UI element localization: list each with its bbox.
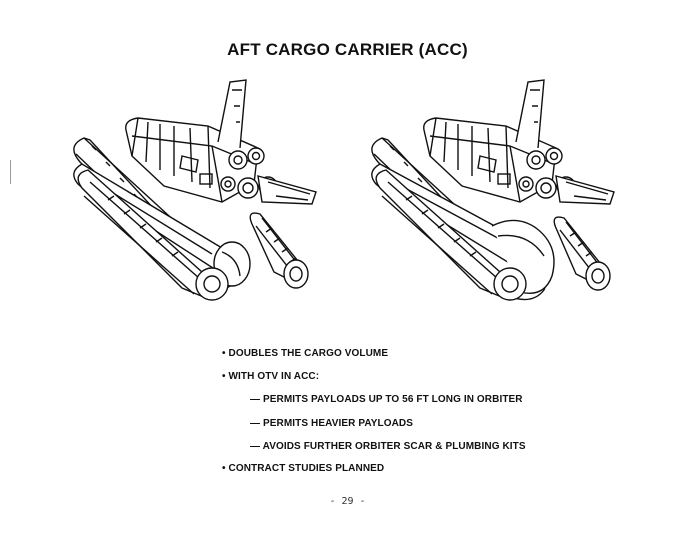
scan-edge-mark: [10, 160, 11, 184]
bullet-marker: •: [222, 371, 226, 382]
bullet-text: WITH OTV IN ACC:: [228, 371, 320, 382]
srb-right: [553, 216, 611, 291]
bullet-item: • DOUBLES THE CARGO VOLUME: [222, 348, 388, 359]
bullet-text: PERMITS PAYLOADS UP TO 56 FT LONG IN ORB…: [263, 394, 523, 405]
sub-bullet-item: — PERMITS HEAVIER PAYLOADS: [250, 418, 413, 429]
bullet-item: • CONTRACT STUDIES PLANNED: [222, 463, 384, 474]
bullet-item: • WITH OTV IN ACC:: [222, 371, 319, 382]
bullet-text: PERMITS HEAVIER PAYLOADS: [263, 418, 414, 429]
bullet-text: CONTRACT STUDIES PLANNED: [228, 463, 385, 474]
orbiter: [423, 79, 615, 205]
dash-marker: —: [250, 394, 261, 405]
shuttle-stack-illustration-acc: [371, 79, 615, 301]
srb-right: [249, 212, 309, 289]
dash-marker: —: [250, 418, 261, 429]
bullet-marker: •: [222, 463, 226, 474]
page-number: - 29 -: [329, 496, 366, 507]
bullet-marker: •: [222, 348, 226, 359]
bullet-text: AVOIDS FURTHER ORBITER SCAR & PLUMBING K…: [262, 441, 526, 452]
sub-bullet-item: — AVOIDS FURTHER ORBITER SCAR & PLUMBING…: [250, 441, 526, 452]
sub-bullet-item: — PERMITS PAYLOADS UP TO 56 FT LONG IN O…: [250, 394, 523, 405]
srb-front: [77, 169, 229, 301]
orbiter: [125, 79, 317, 205]
page-title: AFT CARGO CARRIER (ACC): [227, 40, 468, 59]
srb-front: [375, 169, 527, 301]
bullet-text: DOUBLES THE CARGO VOLUME: [228, 348, 389, 359]
shuttle-stack-illustration-standard: [73, 79, 317, 301]
dash-marker: —: [250, 441, 261, 452]
